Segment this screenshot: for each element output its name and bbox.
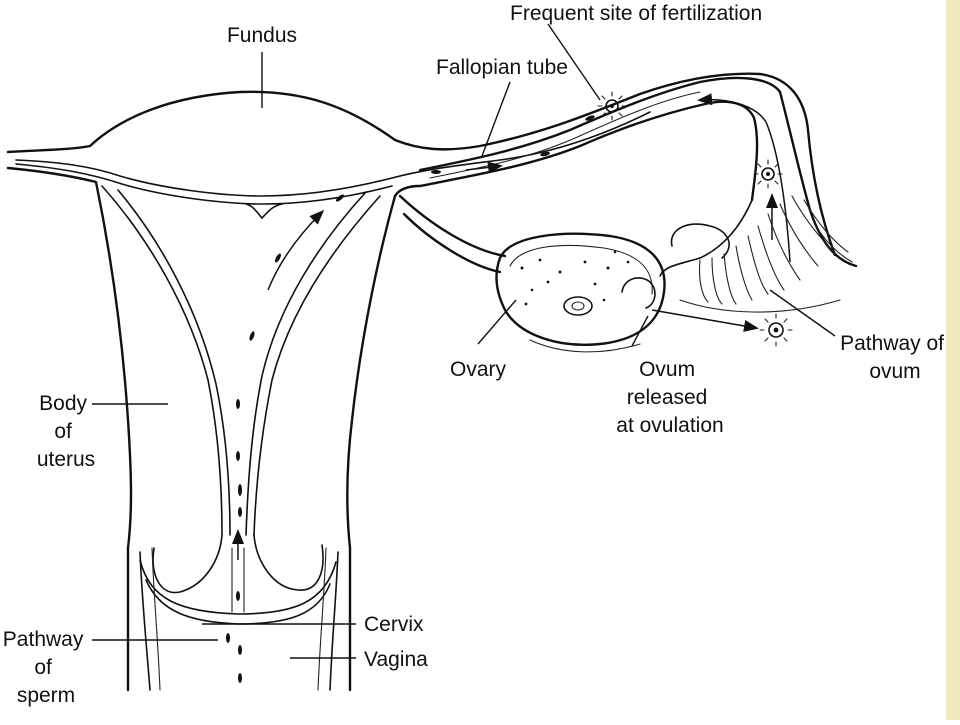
label-pathway-sperm: Pathway of sperm: [3, 628, 89, 707]
ovulation-bulge: [621, 277, 656, 309]
label-pathway-ovum-line1: Pathway of: [840, 332, 944, 355]
label-ovum-released-line1: Ovum: [639, 358, 695, 381]
label-body-uterus: Body of uterus: [37, 392, 95, 471]
ovary-speckles: [520, 250, 630, 306]
ovary-leader: [477, 299, 517, 345]
label-pathway-ovum: Pathway of ovum: [840, 332, 950, 383]
uterine-cavity-left-inner: [117, 189, 231, 536]
label-ovum-released-line3: at ovulation: [616, 414, 723, 437]
label-fallopian-tube: Fallopian tube: [436, 56, 568, 79]
fimbriae-pouch: [670, 223, 730, 259]
uterus-outer-wall: [6, 72, 837, 257]
label-pathway-ovum-line2: ovum: [869, 360, 920, 383]
label-ovum-released: Ovum released at ovulation: [616, 358, 723, 437]
vagina-right-inner: [329, 551, 339, 691]
label-pathway-sperm-line2: of: [34, 656, 52, 679]
label-body-uterus-line2: of: [54, 420, 72, 443]
vagina-left-inner: [139, 551, 151, 691]
label-ovum-released-line2: released: [627, 386, 708, 409]
uterus-upper-right-junction: [393, 184, 422, 198]
fimbriae-outer: [778, 90, 858, 268]
fimbriae-base: [679, 299, 841, 313]
ovum-pathway-arrow: [697, 93, 791, 263]
uterus-outer-wall-lower: [6, 166, 133, 550]
uterine-cavity-right-inner: [245, 191, 367, 536]
fallopian-leader: [481, 81, 511, 157]
ovum-in-tube: [597, 91, 627, 121]
fimbriae-fringes: [698, 195, 853, 305]
sperm-cells: [226, 115, 595, 683]
fertilization-leader: [547, 23, 601, 101]
fallopian-tube-upper: [418, 76, 782, 172]
uterine-cavity-left: [101, 185, 223, 536]
ovarian-ligament-upper: [398, 194, 507, 258]
ovary-follicle: [563, 296, 593, 316]
label-fertilization-site: Frequent site of fertilization: [510, 2, 762, 25]
pathway-ovum-leader: [769, 289, 836, 337]
fallopian-tube-inner: [429, 91, 701, 179]
ovulation-arrow: [651, 309, 759, 332]
label-body-uterus-line3: uterus: [37, 448, 95, 471]
vagina-left-inner-2: [151, 547, 161, 691]
cervix-base: [139, 559, 337, 615]
uterine-cavity-right: [253, 195, 381, 536]
cervix-left-lobe: [152, 534, 223, 594]
label-pathway-sperm-line1: Pathway: [3, 628, 84, 651]
fundus-notch: [245, 203, 283, 219]
ovary-lower-tissue: [529, 339, 641, 353]
sperm-arrow-uterus: [267, 209, 325, 291]
fimbriae-inner: [659, 199, 753, 277]
label-cervix: Cervix: [364, 613, 424, 636]
label-pathway-sperm-line3: sperm: [17, 684, 75, 707]
label-fundus: Fundus: [227, 24, 297, 47]
cervix-right-lobe: [253, 534, 324, 591]
ovum-released-leader: [631, 315, 649, 347]
uterine-roof-line-2: [15, 163, 393, 205]
ovary-follicle-inner: [571, 301, 585, 311]
vagina-right-inner-2: [317, 547, 327, 691]
ovum-released: [759, 313, 793, 347]
sperm-arrow-tube: [465, 161, 503, 174]
ovarian-ligament-lower: [402, 212, 502, 274]
label-body-uterus-line1: Body: [39, 392, 87, 415]
ovary-inner-outline: [509, 244, 653, 295]
label-ovary: Ovary: [450, 358, 507, 381]
label-vagina: Vagina: [364, 648, 428, 671]
fallopian-tube-lower: [418, 100, 759, 202]
uterus-right-wall: [346, 194, 397, 550]
ovary-outline: [495, 232, 666, 346]
decorative-side-strip: [946, 0, 960, 720]
